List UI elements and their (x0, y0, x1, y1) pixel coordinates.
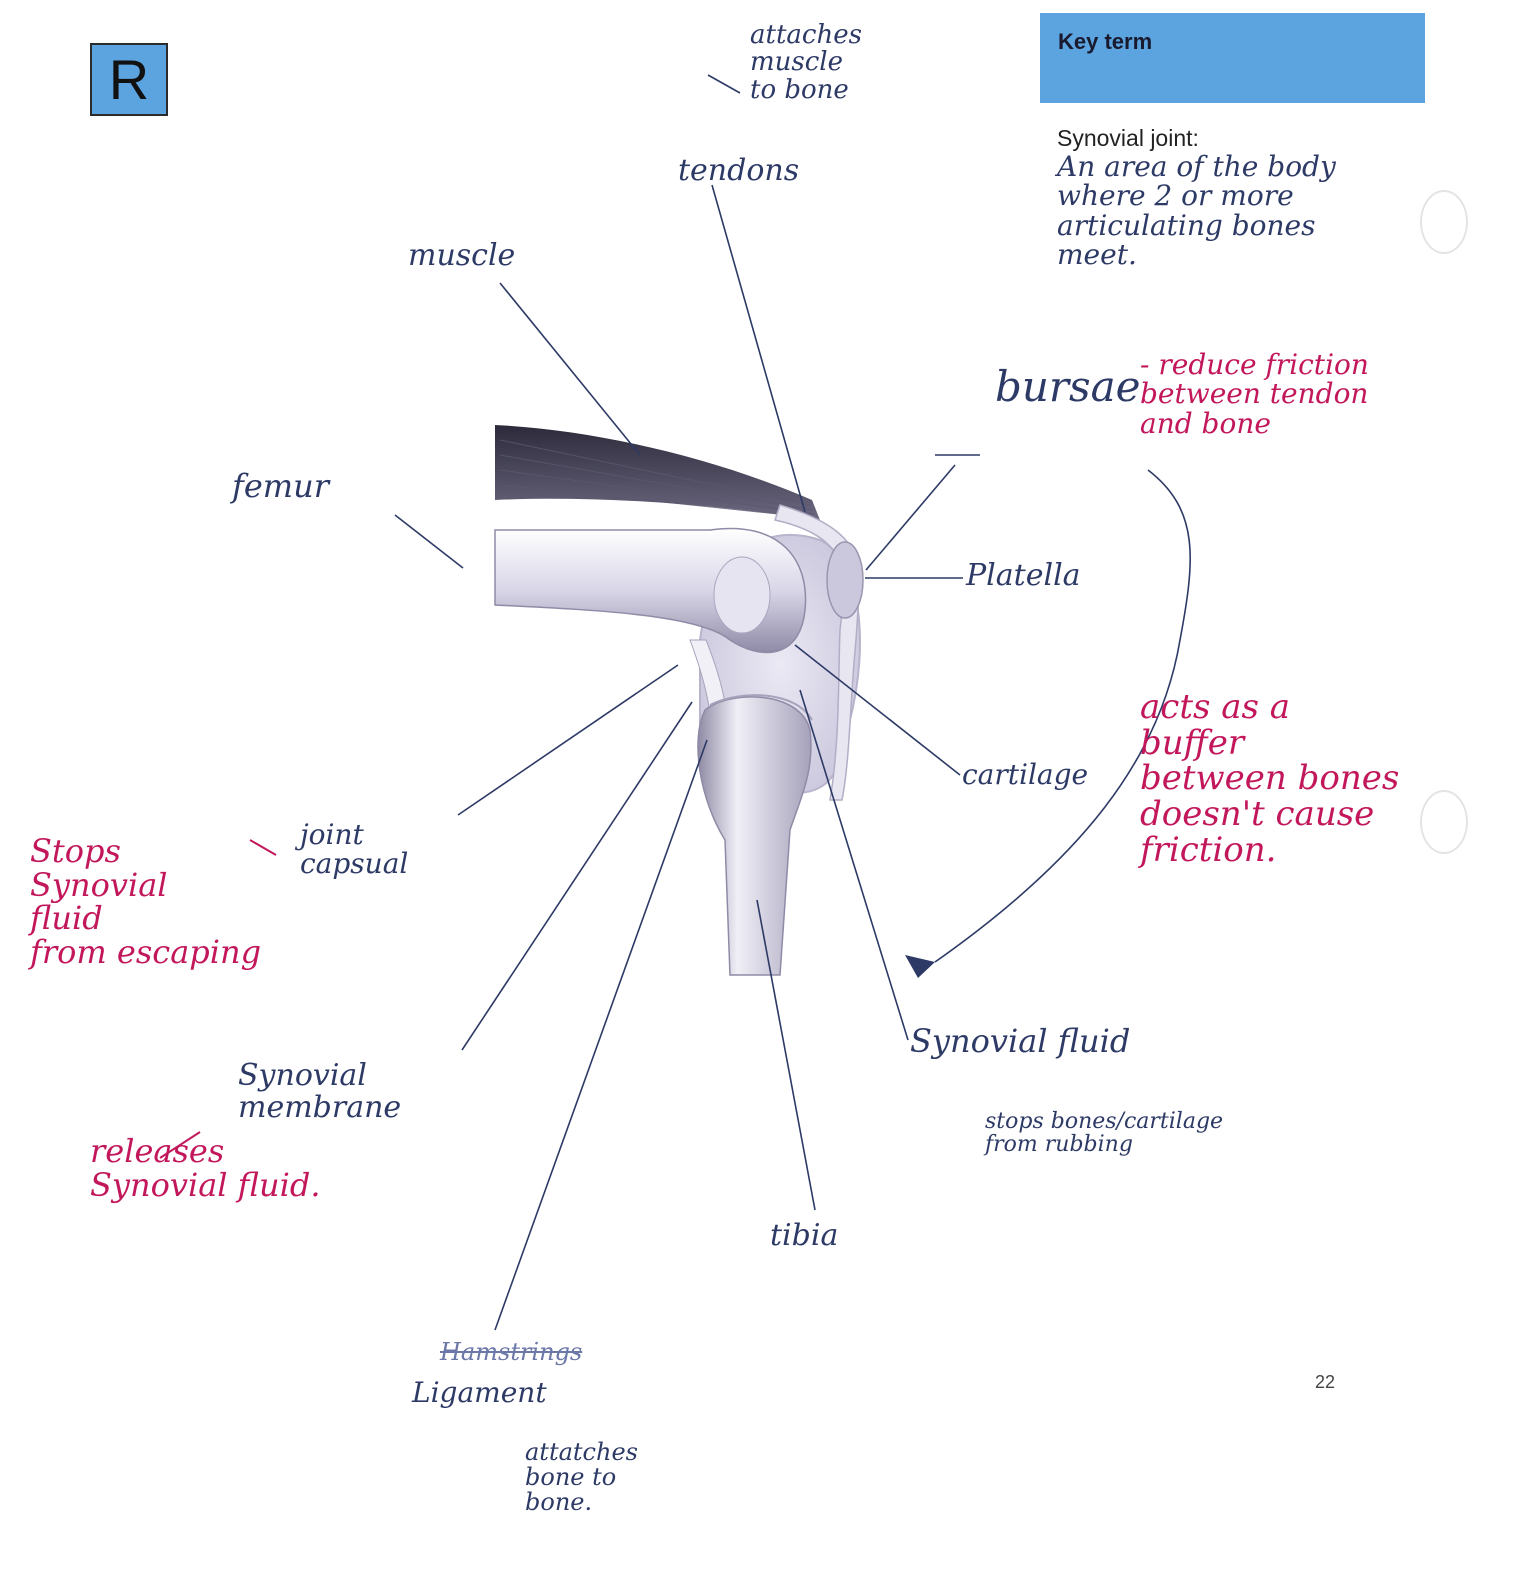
muscle-shape (495, 425, 820, 520)
patella-shape (827, 542, 863, 618)
leader-tibia (757, 900, 815, 1210)
note-tendons: attaches muscle to bone (750, 22, 862, 104)
note-bursae: - reduce friction between tendon and bon… (1140, 350, 1369, 438)
leader-ligament (495, 740, 707, 1330)
label-ligament: Ligament (412, 1378, 547, 1407)
tibia-shape (698, 697, 811, 975)
label-synovial-membrane: Synovial membrane (238, 1060, 401, 1123)
label-tendons: tendons (678, 155, 799, 187)
note-cartilage: acts as a buffer between bones doesn't c… (1140, 690, 1399, 868)
label-cartilage: cartilage (962, 760, 1088, 789)
note-ligament: attatches bone to bone. (525, 1440, 638, 1516)
leader-femur (395, 515, 463, 568)
label-tibia: tibia (770, 1220, 838, 1252)
femur-condyle (714, 557, 770, 633)
note-synovial-membrane: releases Synovial fluid. (90, 1135, 321, 1202)
label-femur: femur (232, 470, 329, 504)
note-joint-capsule: Stops Synovial fluid from escaping (30, 835, 261, 969)
label-synovial-fluid: Synovial fluid (910, 1025, 1130, 1059)
leader-tendons (712, 185, 805, 512)
label-bursae: bursae (995, 365, 1140, 409)
page-number: 22 (1315, 1372, 1335, 1393)
leader-synovial-fluid (800, 690, 908, 1040)
note-synovial-fluid: stops bones/cartilage from rubbing (985, 1110, 1223, 1156)
label-muscle: muscle (408, 240, 515, 272)
bursae-arrow-head (905, 955, 935, 978)
leader-bursae (866, 465, 955, 570)
crossed-out-label: Hamstrings (440, 1340, 582, 1365)
label-platella: Platella (966, 560, 1081, 592)
label-joint-capsule: joint capsual (300, 820, 408, 879)
leader-joint-capsule (458, 665, 678, 815)
